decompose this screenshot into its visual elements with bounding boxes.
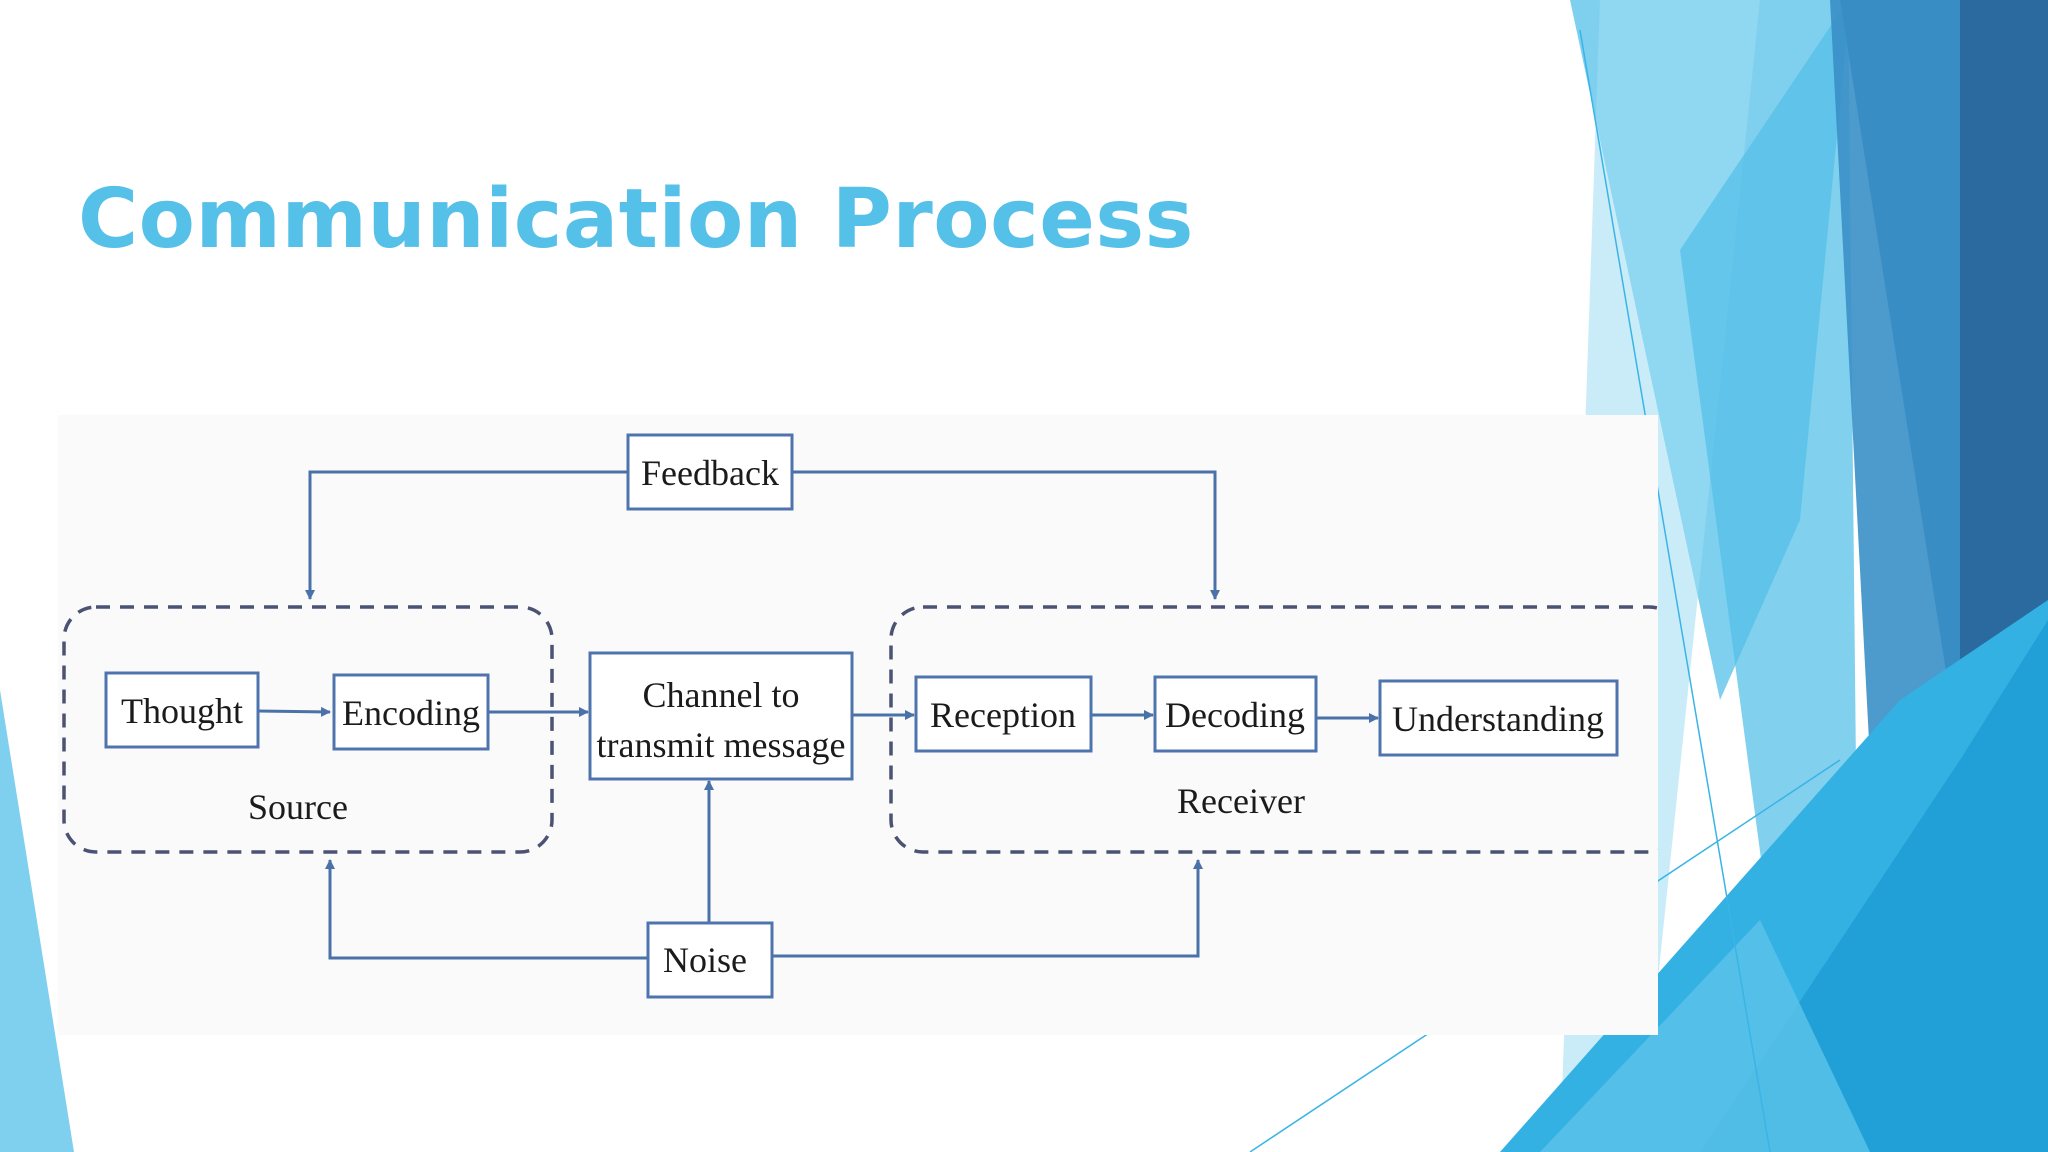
encoding-label: Encoding <box>342 693 480 733</box>
diagram-canvas: Feedback Thought Encoding Channel to tra… <box>62 433 1658 999</box>
right-thin-line-1 <box>1579 29 1771 1152</box>
thought-label: Thought <box>121 691 243 731</box>
understanding-box <box>1378 679 1619 757</box>
source-group <box>62 605 554 854</box>
encoding-box <box>332 673 490 751</box>
right-facet-bottom-light <box>1540 920 1870 1152</box>
right-facet-darkest <box>1960 0 2048 760</box>
source-group-label: Source <box>248 787 348 827</box>
receiver-group <box>889 605 1658 854</box>
noise-box <box>646 921 774 999</box>
slide-title: Communication Process <box>78 172 1194 267</box>
channel-box <box>588 651 854 781</box>
noise-label: Noise <box>663 940 747 980</box>
thought-box <box>104 671 260 749</box>
feedback-box <box>626 433 794 511</box>
noise-to-source-arrow <box>325 859 648 960</box>
feedback-label: Feedback <box>641 453 779 493</box>
reception-box <box>914 675 1093 753</box>
right-facet-bottom-dark <box>1700 620 2048 1152</box>
noise-to-receiver-arrow <box>772 859 1203 958</box>
receiver-group-label: Receiver <box>1177 781 1305 821</box>
reception-label: Reception <box>930 695 1076 735</box>
decoding-box <box>1153 675 1318 753</box>
communication-diagram: Feedback Thought Encoding Channel to tra… <box>58 415 1658 1035</box>
understanding-label: Understanding <box>1392 699 1604 739</box>
channel-label-line1: Channel to <box>643 675 800 715</box>
channel-label-line2: transmit message <box>597 725 846 765</box>
left-accent-shape <box>0 690 74 1152</box>
feedback-to-receiver-arrow <box>792 470 1220 600</box>
thought-to-encoding-arrow <box>257 706 331 717</box>
feedback-to-source-arrow <box>305 470 628 600</box>
decoding-label: Decoding <box>1165 695 1305 735</box>
